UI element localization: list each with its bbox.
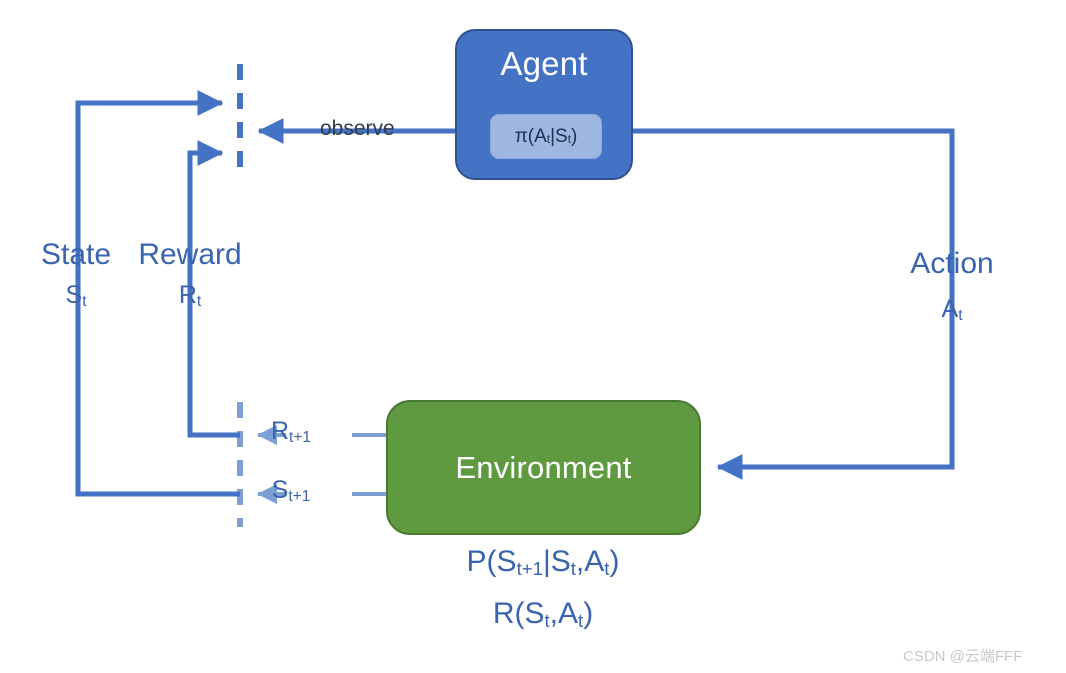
- reward-next-subscript: t+1: [289, 429, 312, 447]
- action-symbol: A: [941, 295, 959, 323]
- reward-symbol-label: Rt: [178, 281, 202, 311]
- policy-fn: π(A: [514, 125, 547, 147]
- action-label: Action: [910, 247, 994, 280]
- formula-r-sub3: t: [578, 610, 584, 632]
- formula-r-sub1: t: [544, 610, 550, 632]
- reward-feedback-path: [187, 140, 240, 438]
- policy-sub-action: t: [546, 132, 551, 146]
- state-label: State: [40, 238, 112, 271]
- reward-label: Reward: [138, 238, 242, 271]
- action-subscript: t: [958, 307, 963, 325]
- formula-p-mid2: ,A: [575, 545, 605, 578]
- formula-p-close: ): [609, 545, 620, 578]
- policy-mid: |S: [550, 125, 568, 147]
- action-symbol-label: At: [941, 295, 963, 325]
- environment-node[interactable]: Environment: [386, 400, 701, 535]
- state-next-symbol: S: [271, 476, 289, 504]
- state-next-subscript: t+1: [288, 488, 311, 506]
- formula-p-prefix: P(S: [466, 545, 517, 578]
- formula-p-sub1: t+1: [516, 558, 543, 580]
- formula-r-prefix: R(S: [492, 597, 545, 630]
- reward-symbol: R: [178, 281, 197, 309]
- observe-label: observe: [320, 117, 395, 140]
- state-next-label: St+1: [271, 476, 311, 506]
- transition-probability-formula: P(St+1|St,At): [466, 545, 620, 580]
- state-symbol-label: St: [65, 281, 87, 311]
- environment-title: Environment: [455, 449, 632, 485]
- watermark: CSDN @云端FFF: [903, 648, 1023, 665]
- reward-function-formula: R(St,At): [492, 597, 594, 632]
- agent-title: Agent: [500, 45, 588, 82]
- reward-subscript: t: [196, 293, 202, 311]
- action-arrow-path: [633, 128, 955, 480]
- formula-r-close: ): [583, 597, 594, 630]
- policy-close: ): [570, 125, 578, 147]
- formula-p-sub3: t: [604, 558, 610, 580]
- policy-sub-state: t: [567, 132, 571, 146]
- formula-p-sub2: t: [570, 558, 576, 580]
- formula-r-mid2: ,A: [549, 597, 579, 630]
- reward-next-symbol: R: [270, 417, 290, 445]
- reward-next-label: Rt+1: [270, 417, 312, 447]
- state-symbol: S: [65, 281, 83, 309]
- state-subscript: t: [82, 293, 87, 311]
- state-feedback-path: [75, 90, 240, 497]
- formula-p-mid: |S: [542, 545, 571, 578]
